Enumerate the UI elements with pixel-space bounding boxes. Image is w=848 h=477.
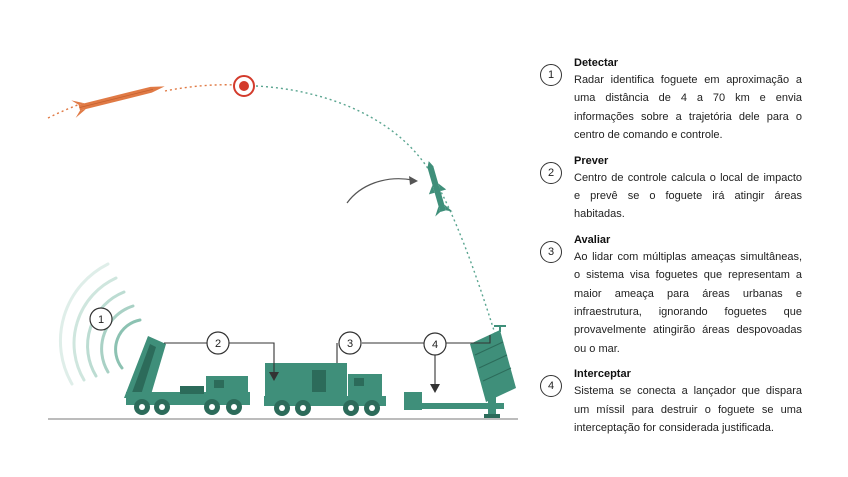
target-icon [233, 75, 255, 97]
marker-1: 1 [89, 307, 113, 331]
step-title: Avaliar [574, 233, 611, 246]
marker-4: 4 [423, 332, 447, 356]
incoming-trajectory [47, 103, 81, 119]
step-title: Interceptar [574, 368, 631, 381]
arrow-down-icon [269, 372, 279, 381]
iron-dome-illustration: 1 2 3 4 [47, 75, 518, 420]
step-number: 4 [540, 375, 562, 398]
launcher-icon [404, 325, 516, 418]
svg-text:4: 4 [432, 339, 438, 351]
svg-text:1: 1 [98, 314, 104, 326]
step-description: Radar identifica foguete em aproximação … [574, 74, 802, 142]
step-number: 3 [540, 240, 562, 263]
svg-text:2: 2 [215, 338, 221, 350]
incoming-rocket-icon [71, 86, 165, 118]
connector-lines [164, 335, 491, 386]
step-number: 1 [540, 64, 562, 86]
step-intercept: 4 Interceptar Sistema se conecta a lança… [540, 367, 802, 437]
arrow-down-icon-2 [430, 384, 440, 393]
step-predict: 2 Prever Centro de controle calcula o lo… [540, 154, 802, 224]
step-title: Prever [574, 154, 609, 167]
step-evaluate: 3 Avaliar Ao lidar com múltiplas ameaças… [540, 233, 802, 358]
curved-arrow-icon [346, 176, 418, 204]
interceptor-trajectory [255, 85, 498, 341]
marker-2: 2 [206, 331, 230, 355]
step-number: 2 [540, 161, 562, 184]
svg-text:3: 3 [347, 338, 353, 350]
step-description: Sistema se conecta a lançador que dispar… [574, 385, 802, 435]
radar-truck-icon [124, 336, 250, 415]
interceptor-missile-icon [427, 161, 453, 217]
command-truck-icon [264, 363, 386, 416]
incoming-trajectory-2 [164, 84, 239, 92]
steps-legend: 1 Detectar Radar identifica foguete em a… [540, 56, 802, 447]
radar-waves-icon [58, 262, 142, 386]
step-description: Centro de controle calcula o local de im… [574, 171, 802, 221]
step-detect: 1 Detectar Radar identifica foguete em a… [540, 56, 802, 145]
step-title: Detectar [574, 57, 619, 69]
marker-3: 3 [338, 331, 362, 355]
step-description: Ao lidar com múltiplas ameaças simultâne… [574, 250, 802, 355]
